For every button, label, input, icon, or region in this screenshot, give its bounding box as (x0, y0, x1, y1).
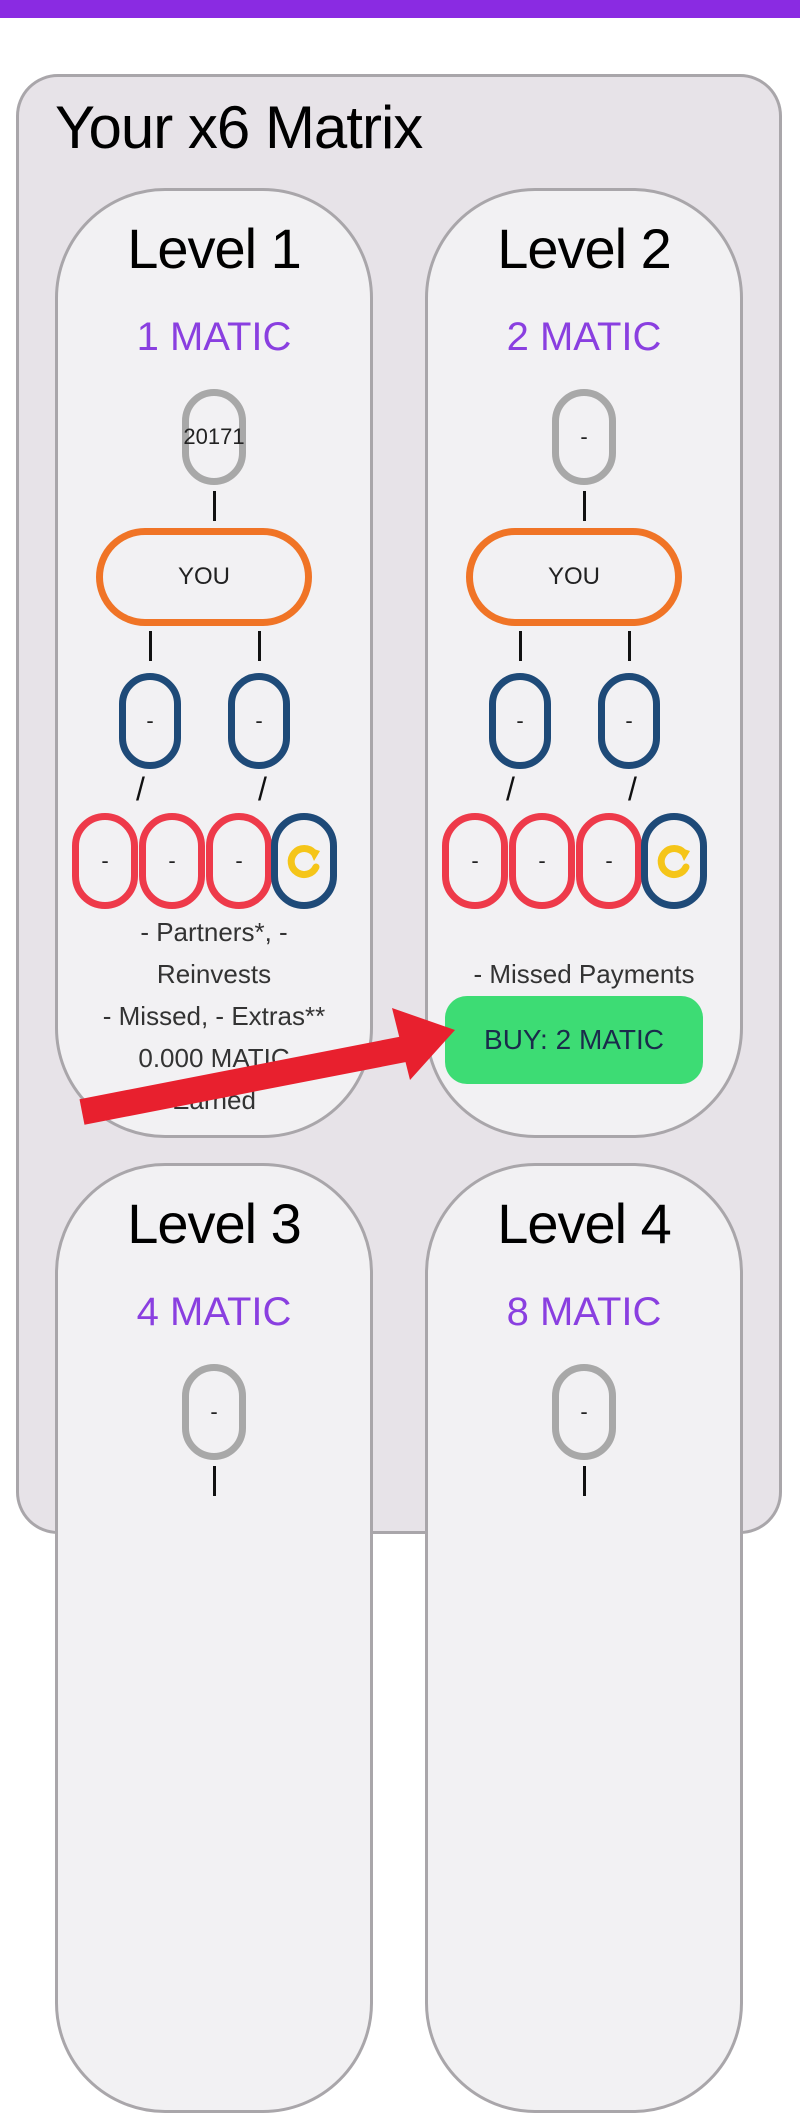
tier3-node-1[interactable]: - (72, 813, 138, 909)
connector-line (583, 1466, 586, 1496)
level-title: Level 4 (497, 1192, 672, 1255)
level-card-4[interactable]: Level 4 8 MATIC - (425, 1163, 743, 2113)
you-node[interactable]: YOU (96, 528, 312, 626)
stats-line: - Partners*, - (140, 917, 288, 947)
connector-line (628, 631, 631, 661)
partner-node-2[interactable]: - (598, 673, 660, 769)
top-accent-bar (0, 0, 800, 18)
connector-line (149, 631, 152, 661)
missed-payments-text: - Missed Payments (473, 959, 695, 989)
connector-slash: / (628, 771, 637, 807)
stats-line: Reinvests (156, 959, 272, 989)
tier3-node-2[interactable]: - (509, 813, 575, 909)
reinvest-node[interactable] (641, 813, 707, 909)
connector-line (583, 491, 586, 521)
upline-node[interactable]: - (552, 389, 616, 485)
level-card-2[interactable]: Level 2 2 MATIC - YOU - - / / - - - - Mi… (425, 188, 743, 1138)
level-card-3[interactable]: Level 3 4 MATIC - (55, 1163, 373, 2113)
level-title: Level 2 (497, 217, 672, 280)
connector-line (519, 631, 522, 661)
connector-slash: / (136, 771, 145, 807)
partner-node-2[interactable]: - (228, 673, 290, 769)
connector-line (213, 1466, 216, 1496)
buy-level-button[interactable]: BUY: 2 MATIC (445, 996, 703, 1084)
stats-line: Earned (172, 1085, 256, 1115)
upline-node[interactable]: - (552, 1364, 616, 1460)
connector-slash: / (506, 771, 515, 807)
tier3-node-2[interactable]: - (139, 813, 205, 909)
page-title: Your x6 Matrix (55, 94, 423, 161)
partner-node-1[interactable]: - (119, 673, 181, 769)
level-price: 2 MATIC (506, 315, 662, 359)
level-stats: - Partners*, - Reinvests - Missed, - Ext… (68, 911, 360, 1121)
partner-node-1[interactable]: - (489, 673, 551, 769)
connector-line (213, 491, 216, 521)
connector-line (258, 631, 261, 661)
level-title: Level 3 (127, 1192, 302, 1255)
reinvest-icon (657, 845, 690, 879)
stats-line: - Missed, - Extras** (102, 1001, 326, 1031)
level-price: 4 MATIC (136, 1290, 292, 1334)
stats-line: 0.000 MATIC (138, 1043, 290, 1073)
tier3-node-3[interactable]: - (206, 813, 272, 909)
reinvest-icon (287, 845, 320, 879)
level-title: Level 1 (127, 217, 302, 280)
connector-slash: / (258, 771, 267, 807)
level-price: 8 MATIC (506, 1290, 662, 1334)
upline-node[interactable]: 20171 (182, 389, 246, 485)
reinvest-node[interactable] (271, 813, 337, 909)
upline-node[interactable]: - (182, 1364, 246, 1460)
tier3-node-1[interactable]: - (442, 813, 508, 909)
you-node[interactable]: YOU (466, 528, 682, 626)
tier3-node-3[interactable]: - (576, 813, 642, 909)
level-price: 1 MATIC (136, 315, 292, 359)
level-card-1[interactable]: Level 1 1 MATIC 20171 YOU - - / / - - - … (55, 188, 373, 1138)
